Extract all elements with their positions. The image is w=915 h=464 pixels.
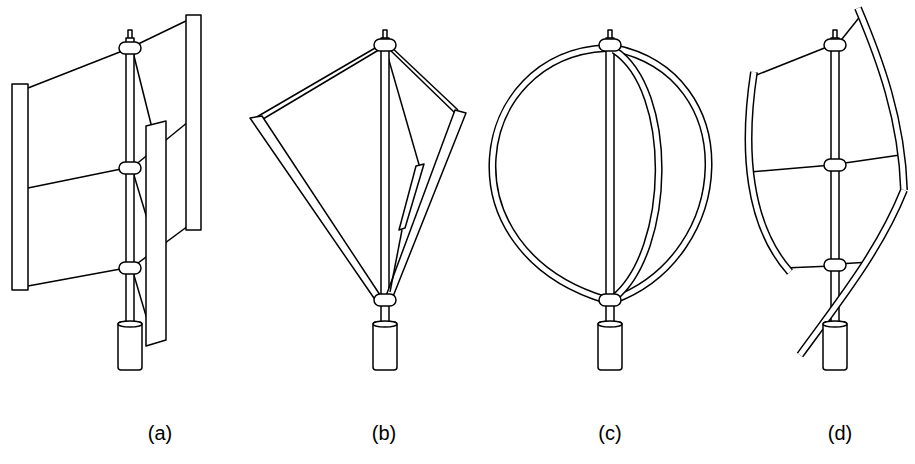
rotor-shaft — [831, 38, 839, 324]
helical-blade — [800, 190, 904, 355]
shaft-hub — [824, 159, 846, 171]
curved-blade — [492, 48, 606, 300]
shaft-hub — [824, 39, 846, 51]
shaft-hub — [599, 294, 621, 306]
rotor-arm — [133, 52, 152, 128]
rotor-arm — [28, 268, 126, 286]
generator-base — [823, 322, 847, 370]
rotor-arm — [258, 48, 382, 122]
rotor-arm — [28, 168, 126, 188]
curved-blade — [614, 48, 709, 300]
shaft-hub — [119, 262, 141, 274]
rotor-arm — [754, 45, 832, 76]
h-rotor-turbine — [12, 15, 201, 370]
helical-turbine — [749, 8, 904, 370]
panel-label: (c) — [598, 421, 621, 445]
helical-blade — [749, 72, 790, 272]
shaft-hub — [119, 42, 141, 54]
rotor-shaft — [126, 38, 134, 324]
panel-label: (a) — [148, 421, 172, 445]
darrieus-turbine — [492, 30, 708, 370]
generator-base — [118, 321, 142, 327]
generator-base — [373, 321, 397, 327]
helical-blade — [800, 190, 904, 355]
rotor-arm — [388, 44, 458, 110]
rotor-arm — [838, 155, 900, 164]
panel-label: (b) — [372, 421, 396, 445]
rotor-shaft — [606, 38, 614, 324]
helical-blade — [858, 8, 904, 190]
generator-base — [373, 322, 397, 370]
rotor-arm — [255, 44, 382, 118]
angled-blade — [390, 230, 402, 292]
shaft-hub — [824, 259, 846, 271]
curved-blade — [492, 48, 606, 300]
angled-blade — [250, 116, 382, 301]
shaft-hub — [599, 39, 621, 51]
curved-blade — [614, 50, 659, 298]
generator-base — [598, 322, 622, 370]
rotor-arm — [386, 50, 420, 168]
angled-blade — [386, 110, 466, 299]
panel-label: (d) — [828, 421, 852, 445]
curved-blade — [614, 48, 709, 300]
rotor-arm — [134, 20, 188, 46]
straight-blade — [186, 15, 201, 230]
shaft-hub — [119, 162, 141, 174]
generator-base — [598, 321, 622, 327]
rotor-shaft — [381, 38, 389, 324]
helical-blade — [749, 72, 790, 272]
shaft-hub — [374, 294, 396, 306]
curved-blade — [614, 50, 659, 298]
generator-base — [118, 322, 142, 370]
rotor-arm — [388, 48, 456, 114]
helical-blade — [858, 8, 904, 190]
straight-blade — [146, 121, 166, 346]
generator-base — [823, 321, 847, 327]
rotor-arm — [750, 165, 832, 172]
rotor-arm — [28, 48, 130, 88]
shaft-hub — [374, 39, 396, 51]
straight-blade — [12, 84, 28, 290]
angled-blade — [399, 164, 424, 230]
v-rotor-turbine — [250, 30, 466, 370]
